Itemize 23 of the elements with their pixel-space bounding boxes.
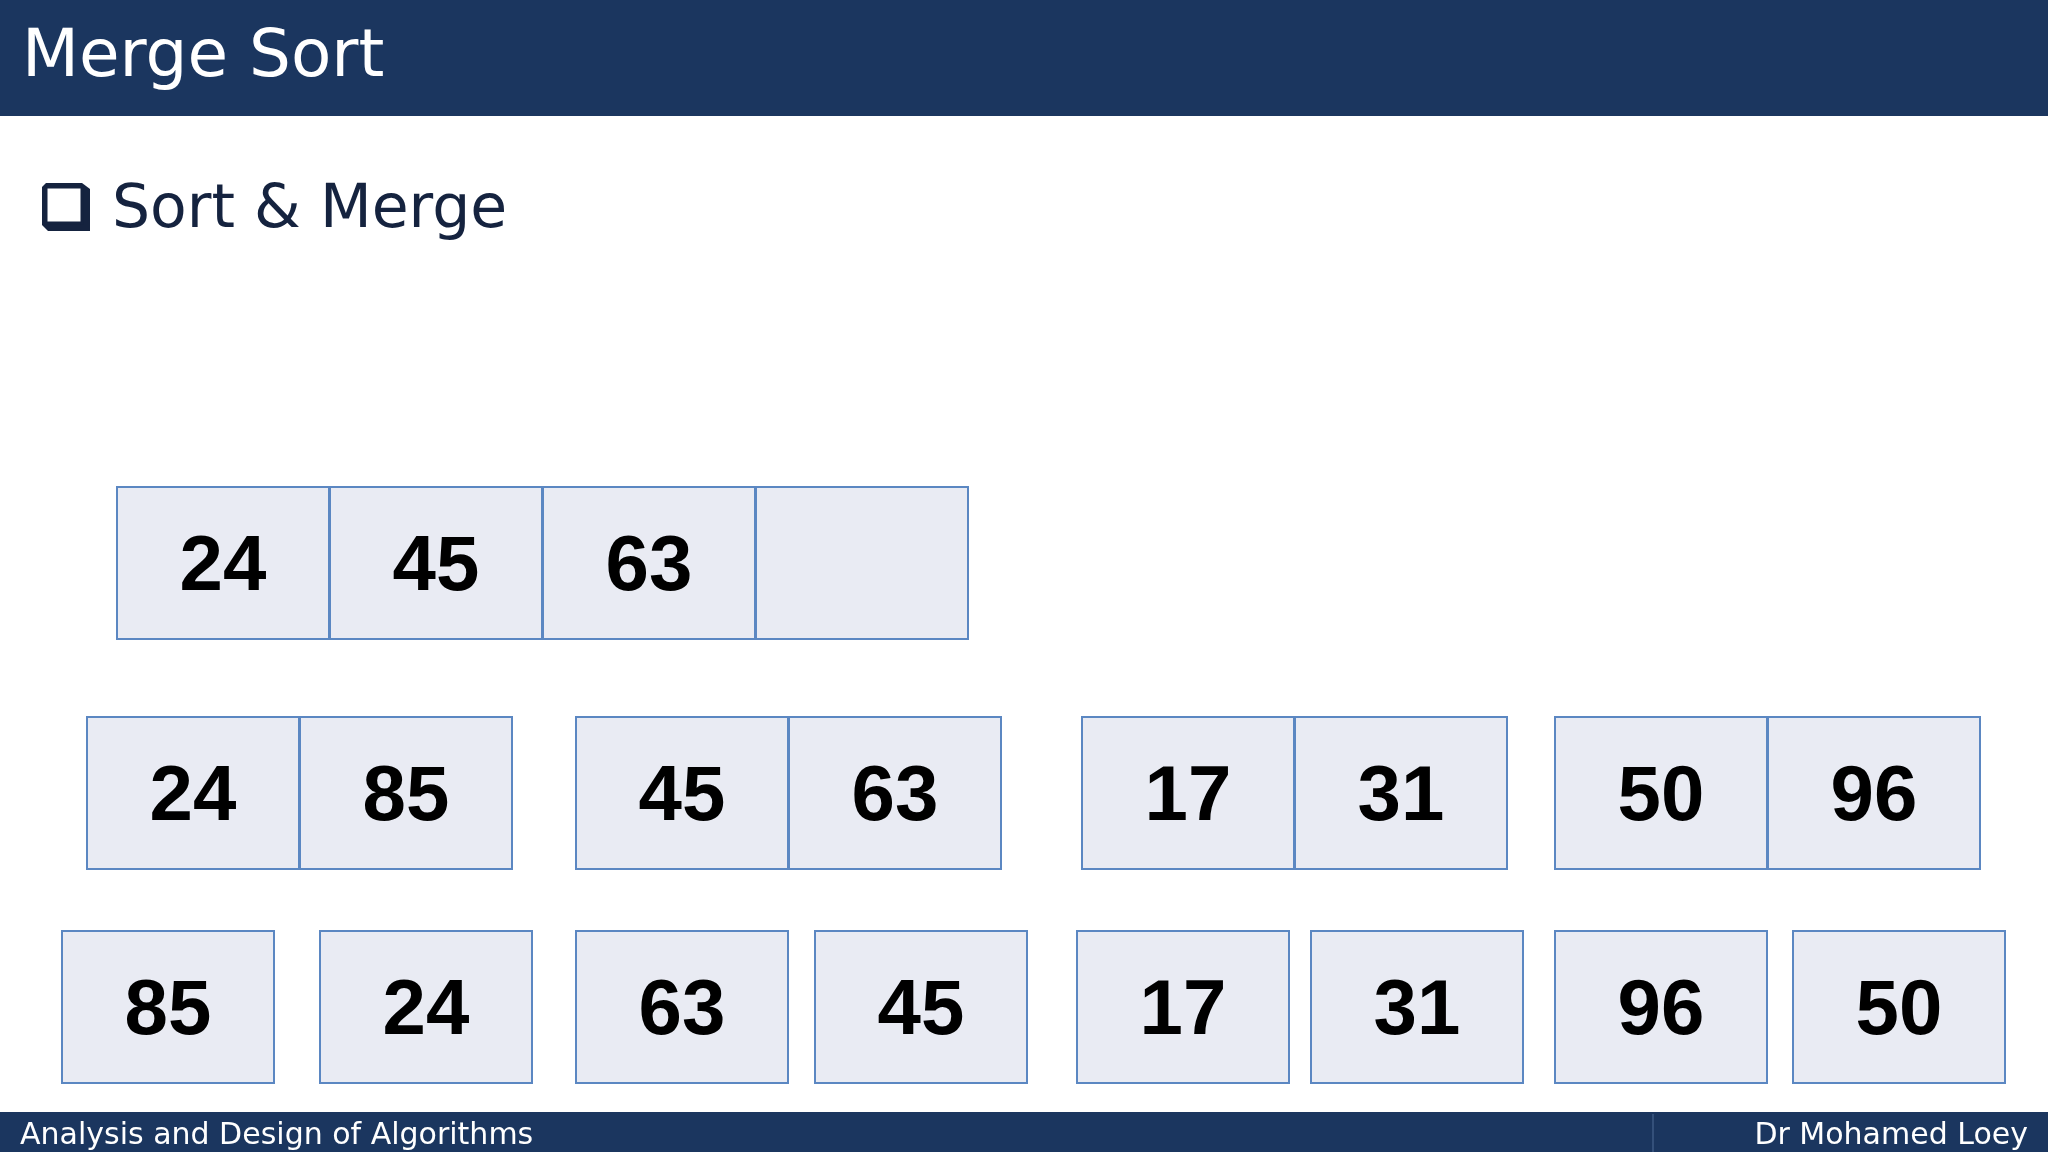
author-name: Dr Mohamed Loey: [1754, 1116, 2028, 1152]
array-cell: 17: [1076, 930, 1290, 1084]
array-cell: 50: [1554, 716, 1768, 870]
array-cell: 45: [575, 716, 789, 870]
array-cell: 63: [788, 716, 1002, 870]
slide-title: Merge Sort: [22, 14, 385, 94]
array-cell: 96: [1767, 716, 1981, 870]
array-cell: 96: [1554, 930, 1768, 1084]
array-cell: 45: [814, 930, 1028, 1084]
array-cell: 31: [1310, 930, 1524, 1084]
array-cell: 17: [1081, 716, 1295, 870]
array-cell: 63: [575, 930, 789, 1084]
array-cell: 31: [1294, 716, 1508, 870]
array-cell: 85: [299, 716, 513, 870]
array-cell: 24: [116, 486, 330, 640]
array-cell: 24: [86, 716, 300, 870]
array-cell: 24: [319, 930, 533, 1084]
footer-text: Analysis and Design of Algorithms: [20, 1116, 534, 1152]
array-cell: 45: [329, 486, 543, 640]
array-cell: 63: [542, 486, 756, 640]
array-cell: 50: [1792, 930, 2006, 1084]
bullet-heading: Sort & Merge: [112, 170, 508, 243]
array-cell: 85: [61, 930, 275, 1084]
